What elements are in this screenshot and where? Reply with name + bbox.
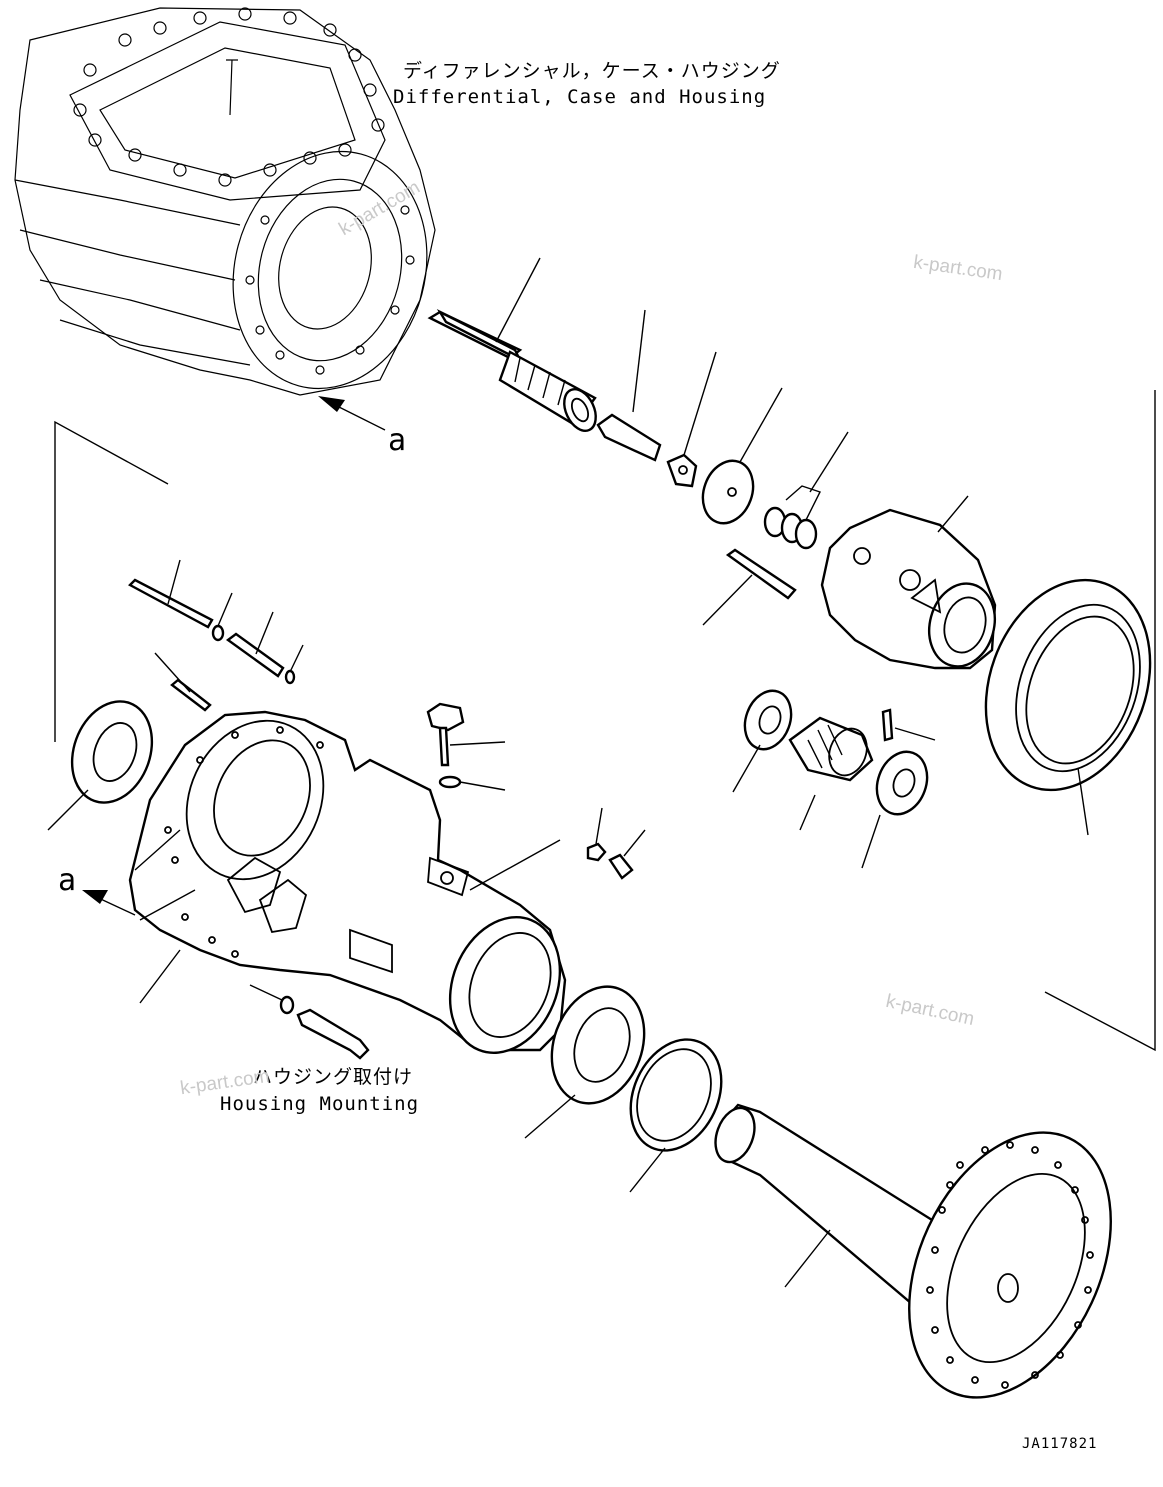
oil-seal bbox=[629, 1038, 723, 1193]
short-pin bbox=[154, 652, 212, 712]
small-washer bbox=[284, 644, 304, 685]
drawing-code: JA117821 bbox=[1022, 1436, 1098, 1452]
cross-pin bbox=[702, 548, 797, 626]
carrier-bearing-left bbox=[732, 689, 793, 793]
carrier-bearing-right bbox=[861, 750, 929, 869]
differential-label-en: Differential, Case and Housing bbox=[393, 86, 767, 108]
view-arrow-label-left: a bbox=[58, 863, 77, 898]
housing-bearing-left bbox=[47, 700, 154, 831]
view-arrow-left bbox=[82, 890, 136, 916]
differential-carrier bbox=[820, 495, 997, 670]
mounting-washer bbox=[279, 995, 295, 1015]
cotter-pin bbox=[128, 559, 214, 629]
dowel-pin bbox=[881, 708, 936, 742]
reference-bracket-lines bbox=[54, 390, 1156, 1052]
pin bbox=[225, 611, 285, 678]
ring-gear bbox=[984, 578, 1152, 836]
spider-gears bbox=[763, 431, 849, 550]
o-ring bbox=[438, 775, 506, 791]
differential-case-housing bbox=[14, 7, 436, 431]
lock-plate bbox=[666, 351, 717, 488]
axle-housing bbox=[128, 710, 567, 1054]
nut bbox=[586, 807, 607, 862]
pinion-bearing bbox=[788, 716, 874, 831]
breather-plug bbox=[426, 702, 506, 767]
axle-bearing bbox=[524, 985, 646, 1139]
housing-mounting-label-jp: ハウジング取付け bbox=[253, 1066, 414, 1088]
bushing bbox=[608, 829, 646, 880]
axle-shaft bbox=[714, 1103, 1112, 1399]
pinion-shaft bbox=[427, 257, 597, 432]
mounting-bolt bbox=[249, 984, 370, 1060]
thrust-washer bbox=[701, 387, 783, 525]
differential-label-jp: ディファレンシャル，ケース・ハウジング bbox=[403, 60, 781, 82]
small-ring bbox=[211, 592, 233, 642]
bolt bbox=[596, 309, 662, 462]
housing-mounting-label-en: Housing Mounting bbox=[220, 1093, 420, 1115]
view-arrow-label-top: a bbox=[388, 423, 407, 458]
